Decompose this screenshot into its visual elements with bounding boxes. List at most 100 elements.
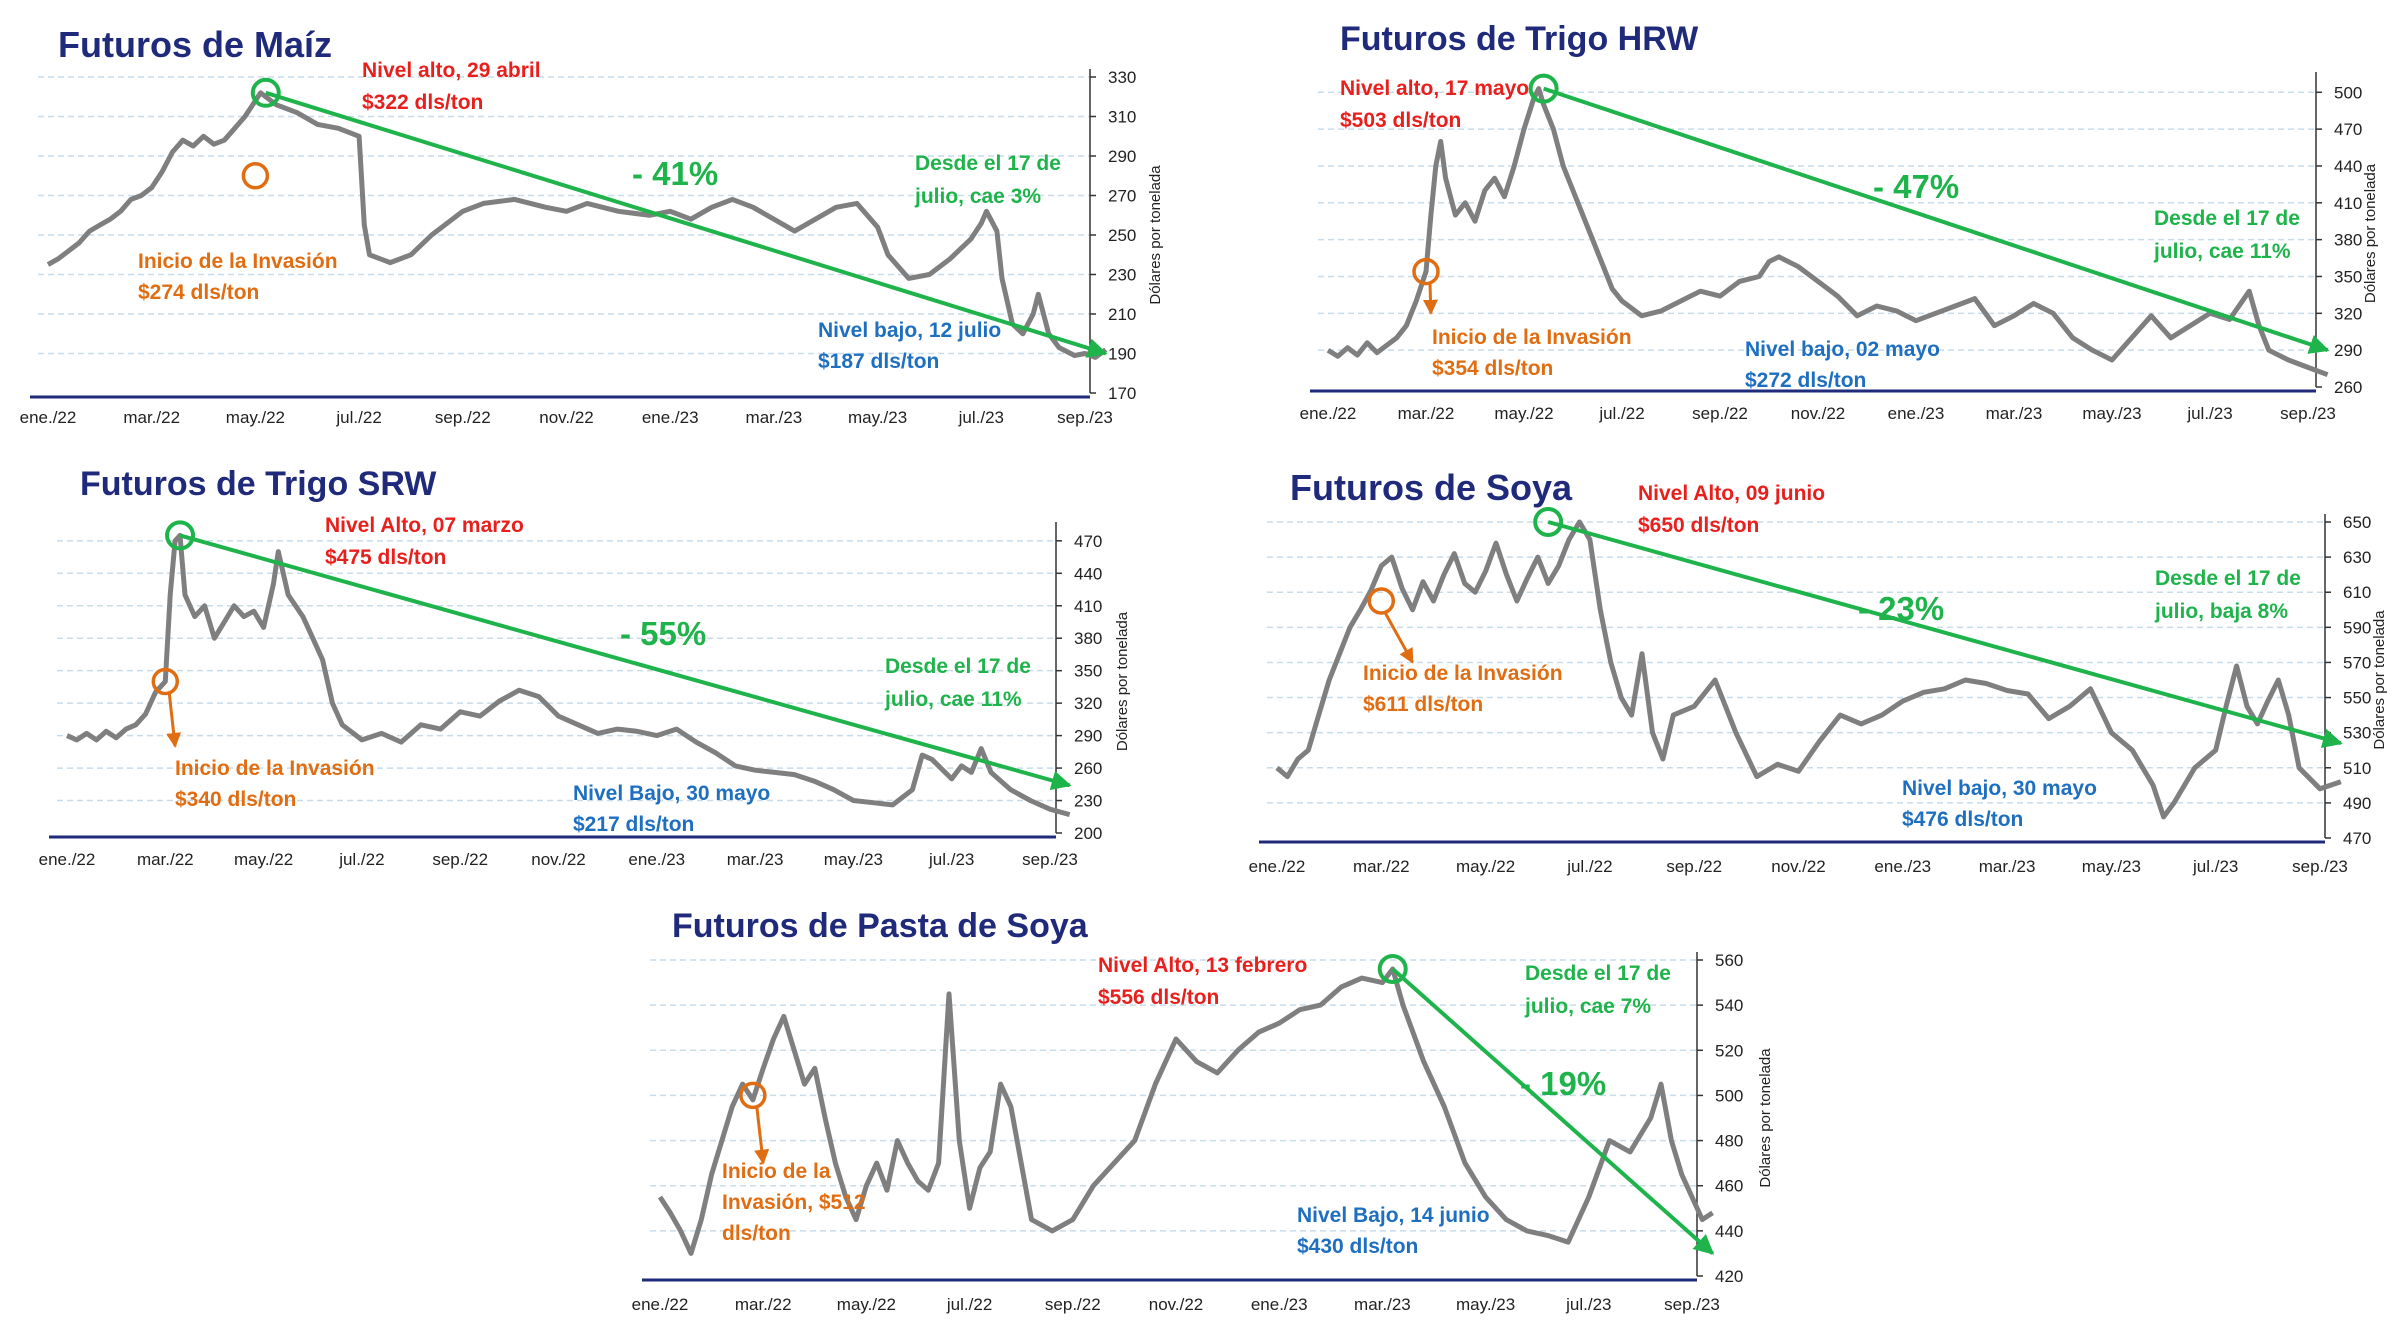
y-tick-label: 290 (1108, 147, 1136, 166)
x-tick-label: mar./23 (1354, 1295, 1411, 1314)
x-tick-label: nov./22 (1771, 857, 1826, 876)
since-annotation-line-0: Desde el 17 de (885, 655, 1031, 678)
invasion-annotation-line-0: Inicio de la Invasión (1432, 326, 1632, 349)
x-tick-label: jul./22 (1598, 404, 1644, 423)
trend-arrow (179, 533, 1072, 791)
low-annotation-line-0: Nivel Bajo, 30 mayo (573, 782, 770, 805)
x-tick-label: sep./23 (2292, 857, 2348, 876)
high-marker (250, 77, 281, 108)
x-tick-label: ene./23 (642, 408, 699, 427)
invasion-annotation-line-0: Inicio de la Invasión (175, 757, 375, 780)
y-axis-title: Dólares por tonelada (1147, 165, 1164, 305)
y-tick-label: 560 (1715, 951, 1743, 970)
y-tick-label: 480 (1715, 1132, 1743, 1151)
high-marker (1528, 73, 1559, 104)
x-tick-label: ene./23 (628, 850, 685, 869)
x-tick-label: ene./22 (1249, 857, 1306, 876)
x-tick-label: ene./23 (1888, 404, 1945, 423)
y-tick-label: 520 (1715, 1041, 1743, 1060)
invasion-annotation-line-1: $274 dls/ton (138, 281, 259, 304)
high-annotation-line-1: $650 dls/ton (1638, 514, 1759, 537)
y-tick-label: 530 (2343, 724, 2371, 743)
y-tick-label: 570 (2343, 653, 2371, 672)
x-tick-label: ene./22 (1300, 404, 1357, 423)
x-tick-label: sep./22 (1045, 1295, 1101, 1314)
chart-title: Futuros de Maíz (58, 24, 332, 65)
invasion-marker (151, 667, 180, 696)
invasion-annotation-line-0: Inicio de la Invasión (138, 250, 338, 273)
invasion-arrow (1383, 612, 1414, 664)
high-marker (1533, 507, 1564, 537)
invasion-marker (1412, 257, 1440, 286)
since-annotation-line-0: Desde el 17 de (2155, 567, 2301, 590)
y-tick-label: 230 (1074, 792, 1102, 811)
price-series-line (1275, 519, 2342, 820)
y-tick-label: 500 (1715, 1086, 1743, 1105)
x-tick-label: may./23 (824, 850, 883, 869)
y-tick-label: 190 (1108, 345, 1136, 364)
y-tick-label: 290 (1074, 727, 1102, 746)
invasion-annotation-line-1: $340 dls/ton (175, 788, 296, 811)
high-marker (1377, 954, 1408, 985)
x-tick-label: sep./22 (432, 850, 488, 869)
high-annotation-line-0: Nivel Alto, 13 febrero (1098, 954, 1307, 977)
y-tick-label: 470 (2343, 829, 2371, 848)
trend-arrow (1391, 967, 1715, 1255)
trend-arrow (1547, 520, 2343, 748)
since-annotation-line-1: julio, cae 11% (884, 688, 1022, 711)
invasion-annotation-line-2: dls/ton (722, 1222, 791, 1245)
invasion-arrow (754, 1107, 770, 1165)
x-tick-label: mar./22 (1353, 857, 1410, 876)
x-tick-label: sep./22 (1666, 857, 1722, 876)
since-annotation-line-1: julio, cae 11% (2153, 240, 2291, 263)
x-tick-label: may./22 (837, 1295, 896, 1314)
x-tick-label: jul./23 (928, 850, 974, 869)
x-tick-label: nov./22 (531, 850, 586, 869)
y-tick-label: 510 (2343, 759, 2371, 778)
y-tick-label: 210 (1108, 305, 1136, 324)
chart-pasta: Futuros de Pasta de Soya4204404604805005… (632, 907, 1774, 1314)
y-tick-label: 590 (2343, 618, 2371, 637)
trend-arrow (1542, 86, 2330, 354)
x-tick-label: sep./23 (1664, 1295, 1720, 1314)
y-tick-label: 440 (1074, 564, 1102, 583)
y-axis-title: Dólares por tonelada (2362, 163, 2379, 303)
y-tick-label: 470 (2334, 120, 2362, 139)
chart-title: Futuros de Trigo SRW (80, 465, 437, 503)
y-tick-label: 310 (1108, 108, 1136, 127)
x-tick-label: nov./22 (539, 408, 594, 427)
x-tick-label: sep./23 (2280, 404, 2336, 423)
x-tick-label: mar./22 (1398, 404, 1455, 423)
x-tick-label: mar./23 (746, 408, 803, 427)
y-tick-label: 350 (1074, 662, 1102, 681)
chart-title: Futuros de Soya (1290, 467, 1573, 508)
price-series-line (1326, 86, 2329, 378)
x-tick-label: mar./22 (735, 1295, 792, 1314)
x-tick-label: ene./23 (1874, 857, 1931, 876)
y-tick-label: 350 (2334, 267, 2362, 286)
x-tick-label: ene./22 (20, 408, 77, 427)
x-tick-label: jul./23 (958, 408, 1004, 427)
low-annotation-line-1: $187 dls/ton (818, 350, 939, 373)
since-annotation-line-1: julio, baja 8% (2154, 600, 2288, 623)
high-annotation-line-1: $322 dls/ton (362, 91, 483, 114)
trend-arrow (265, 90, 1108, 358)
y-tick-label: 440 (2334, 157, 2362, 176)
x-tick-label: jul./23 (1565, 1295, 1611, 1314)
low-annotation-line-1: $272 dls/ton (1745, 369, 1866, 392)
since-annotation-line-0: Desde el 17 de (2154, 207, 2300, 230)
x-tick-label: may./23 (848, 408, 907, 427)
y-tick-label: 230 (1108, 266, 1136, 285)
x-tick-label: may./23 (1456, 1295, 1515, 1314)
since-annotation-line-1: julio, cae 7% (1524, 995, 1651, 1018)
y-tick-label: 320 (1074, 694, 1102, 713)
chart-srw: Futuros de Trigo SRW20023026029032035038… (39, 465, 1131, 869)
chart-soya: Futuros de Soya4704905105305505705906106… (1249, 467, 2388, 876)
high-annotation-line-1: $556 dls/ton (1098, 986, 1219, 1009)
invasion-arrow (166, 693, 182, 748)
y-tick-label: 550 (2343, 689, 2371, 708)
change-percent: - 19% (1520, 1065, 1606, 1102)
y-tick-label: 290 (2334, 341, 2362, 360)
high-annotation-line-1: $475 dls/ton (325, 546, 446, 569)
